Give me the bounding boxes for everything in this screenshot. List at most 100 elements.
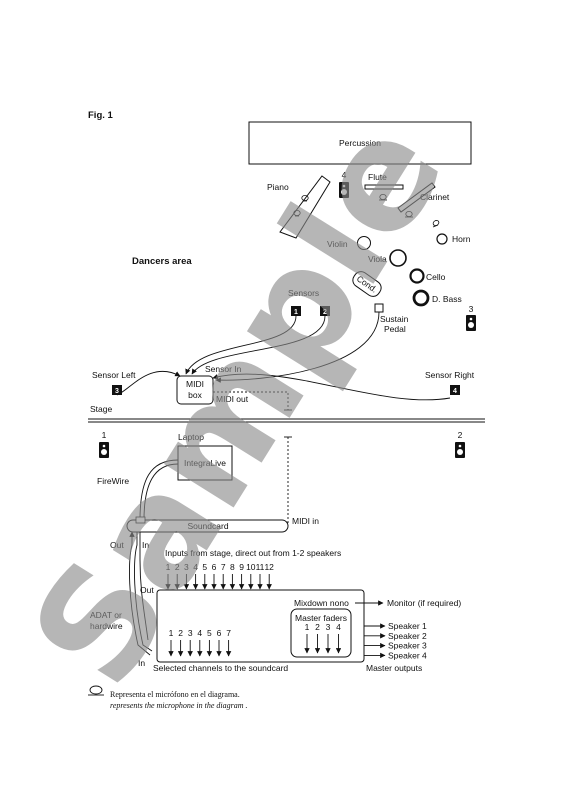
microphone-icon xyxy=(301,194,309,202)
laptop-label: Laptop xyxy=(178,432,204,442)
sensor-4-badge: 4 xyxy=(450,385,460,395)
clarinet-label: Clarinet xyxy=(420,192,450,202)
speaker-2-number: 2 xyxy=(458,430,463,440)
speaker-output-label: Speaker 1 xyxy=(388,621,427,631)
inputs-from-stage-label: Inputs from stage, direct out from 1-2 s… xyxy=(165,548,341,558)
master-faders-label: Master faders xyxy=(295,613,347,623)
input-channel-label: 10 xyxy=(246,562,256,572)
sustain-pedal-label-1: Sustain xyxy=(380,314,409,324)
selected-channel-label: 1 xyxy=(169,628,174,638)
percussion-box: Percussion xyxy=(248,121,472,165)
conductor-shape: Cond. xyxy=(352,271,382,297)
legend-english: represents the microphone in the diagram… xyxy=(110,701,248,710)
input-channel-label: 3 xyxy=(184,562,189,572)
input-channel-label: 12 xyxy=(264,562,274,572)
stage-label: Stage xyxy=(90,404,112,414)
selected-channel-label: 2 xyxy=(178,628,183,638)
midi-box-label-2: box xyxy=(188,390,202,400)
viola-label: Viola xyxy=(368,254,387,264)
viola-shape: Viola xyxy=(368,249,407,267)
sensors-label: Sensors xyxy=(288,288,319,298)
piano-label: Piano xyxy=(267,182,289,192)
sensor-left-label: Sensor Left xyxy=(92,370,136,380)
midi-in-label: MIDI in xyxy=(292,516,319,526)
cello-shape: Cello xyxy=(409,268,446,284)
clarinet-shape: Clarinet xyxy=(397,182,450,218)
input-channel-label: 4 xyxy=(193,562,198,572)
cello-label: Cello xyxy=(426,272,446,282)
speaker-4-number: 4 xyxy=(342,170,347,180)
sensor-in-label: Sensor In xyxy=(205,364,242,374)
input-channel-label: 7 xyxy=(221,562,226,572)
double-bass-shape: D. Bass xyxy=(412,289,462,307)
piano-shape: Piano xyxy=(267,175,331,239)
adat-label-1: ADAT or xyxy=(90,610,122,620)
selected-channel-label: 3 xyxy=(188,628,193,638)
input-channel-label: 5 xyxy=(202,562,207,572)
fader-label: 4 xyxy=(336,622,341,632)
speaker-2-icon: 2 xyxy=(455,430,465,458)
input-channel-label: 2 xyxy=(175,562,180,572)
sensor-cables xyxy=(116,311,451,411)
soundcard-in-label: In xyxy=(142,540,149,550)
sensor-1-badge: 1 xyxy=(291,306,301,316)
laptop-box: IntegraLive xyxy=(177,445,233,481)
midi-in-cable xyxy=(284,436,292,526)
speaker-output-label: Speaker 4 xyxy=(388,650,427,660)
adat-cable xyxy=(129,531,153,656)
svg-text:3: 3 xyxy=(115,388,119,395)
master-faders-box: Master faders xyxy=(290,608,352,658)
soundcard-bar: Soundcard xyxy=(126,516,289,533)
legend-microphone-icon xyxy=(88,685,104,696)
stage-divider xyxy=(88,418,485,423)
firewire-cable xyxy=(139,459,179,521)
legend-spanish: Representa el micrófono en el diagrama. xyxy=(110,690,240,699)
flute-shape: Flute xyxy=(364,172,404,201)
percussion-label: Percussion xyxy=(339,138,381,148)
input-channel-label: 11 xyxy=(256,562,265,572)
double-bass-label: D. Bass xyxy=(432,294,462,304)
microphone-icon xyxy=(379,193,387,200)
input-channel-label: 8 xyxy=(230,562,235,572)
speaker-3-number: 3 xyxy=(469,304,474,314)
fader-label: 1 xyxy=(305,622,310,632)
sensor-right-label: Sensor Right xyxy=(425,370,475,380)
dancers-area-label: Dancers area xyxy=(132,256,192,267)
input-channel-label: 9 xyxy=(239,562,244,572)
midi-box-label-1: MIDI xyxy=(186,379,204,389)
svg-text:4: 4 xyxy=(453,388,457,395)
adat-label-2: hardwire xyxy=(90,621,123,631)
sensor-3-badge: 3 xyxy=(112,385,122,395)
speaker-1-number: 1 xyxy=(102,430,107,440)
svg-text:2: 2 xyxy=(323,309,327,316)
sensor-2-badge: 2 xyxy=(320,306,330,316)
soundcard-label: Soundcard xyxy=(187,521,228,531)
flute-label: Flute xyxy=(368,172,387,182)
selected-channel-label: 4 xyxy=(197,628,202,638)
integralive-label: IntegraLive xyxy=(184,458,226,468)
microphone-icon xyxy=(405,210,413,217)
mixer-in-label: In xyxy=(138,658,145,668)
input-channel-label: 1 xyxy=(166,562,171,572)
violin-label: Violin xyxy=(327,239,348,249)
figure-label: Fig. 1 xyxy=(88,110,114,121)
fader-label: 3 xyxy=(326,622,331,632)
speaker-3-icon: 3 xyxy=(466,304,476,331)
mixdown-label: Mixdown nono xyxy=(294,598,349,608)
master-outputs-label: Master outputs xyxy=(366,663,422,673)
soundcard-out-label: Out xyxy=(110,540,124,550)
speaker-output-label: Speaker 2 xyxy=(388,631,427,641)
selected-channel-label: 6 xyxy=(217,628,222,638)
selected-channels-label: Selected channels to the soundcard xyxy=(153,663,288,673)
midi-box: MIDI box xyxy=(176,375,214,405)
horn-shape: Horn xyxy=(432,220,471,245)
sustain-pedal-label-2: Pedal xyxy=(384,324,406,334)
svg-text:1: 1 xyxy=(294,309,298,316)
firewire-label: FireWire xyxy=(97,476,129,486)
speaker-1-icon: 1 xyxy=(99,430,109,458)
monitor-label: Monitor (if required) xyxy=(387,598,461,608)
speaker-4-icon: 4 xyxy=(339,170,349,198)
